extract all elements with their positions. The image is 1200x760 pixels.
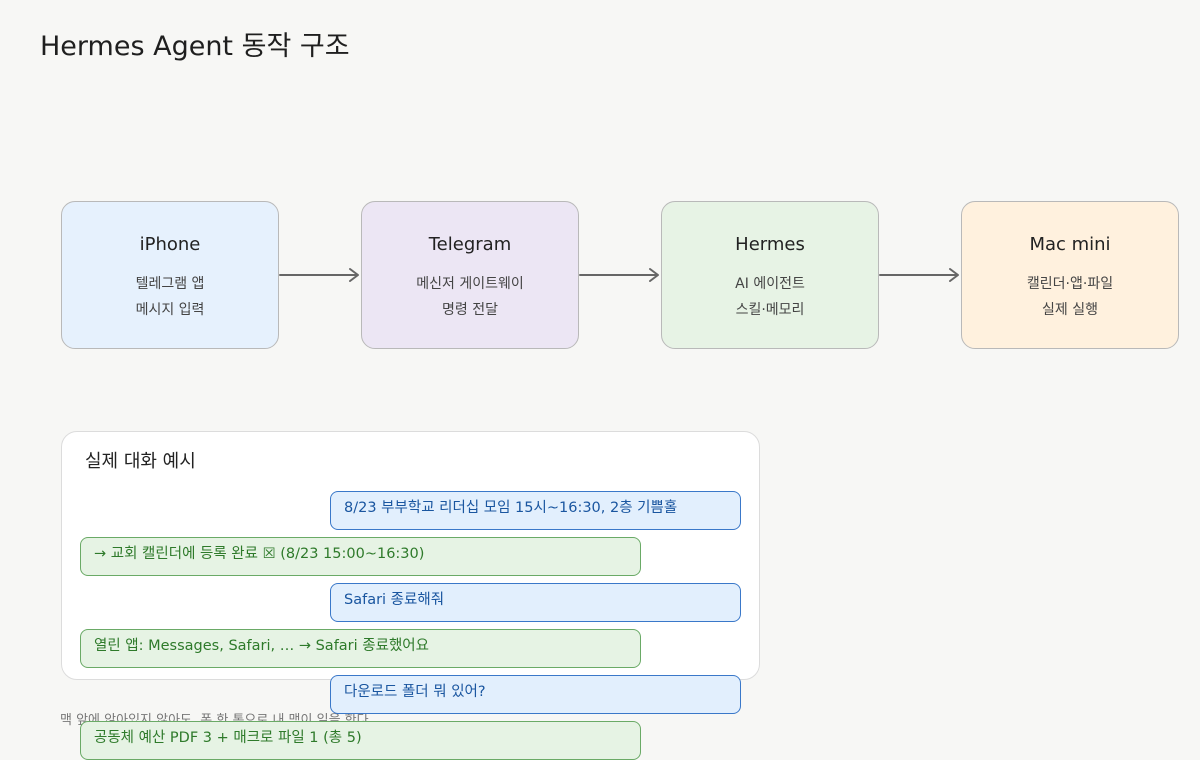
example-title: 실제 대화 예시: [85, 451, 196, 472]
node-telegram: Telegram 메신저 게이트웨이 명령 전달: [361, 201, 579, 349]
user-message-bubble: 8/23 부부학교 리더십 모임 15시~16:30, 2층 기쁨홀: [330, 491, 741, 530]
page-title: Hermes Agent 동작 구조: [40, 31, 350, 62]
arrow-head: [949, 268, 959, 282]
node-mac-mini: Mac mini 캘린더·앱·파일 실제 실행: [961, 201, 1179, 349]
agent-reply-bubble: → 교회 캘린더에 등록 완료 ☒ (8/23 15:00~16:30): [80, 537, 641, 576]
agent-reply-bubble: 공동체 예산 PDF 3 + 매크로 파일 1 (총 5): [80, 721, 641, 760]
node-name: Hermes: [735, 234, 805, 255]
node-line: 명령 전달: [442, 302, 498, 318]
user-message-bubble: Safari 종료해줘: [330, 583, 741, 622]
node-line: AI 에이전트: [735, 276, 805, 292]
node-line: 캘린더·앱·파일: [1026, 276, 1114, 292]
agent-reply-bubble: 열린 앱: Messages, Safari, … → Safari 종료했어요: [80, 629, 641, 668]
node-hermes: Hermes AI 에이전트 스킬·메모리: [661, 201, 879, 349]
node-line: 실제 실행: [1042, 302, 1098, 318]
node-line: 스킬·메모리: [735, 302, 805, 318]
user-message-bubble: 다운로드 폴더 뭐 있어?: [330, 675, 741, 714]
arrow-head: [349, 268, 359, 282]
node-name: Telegram: [428, 234, 512, 255]
node-line: 메신저 게이트웨이: [416, 276, 524, 292]
arrow-head: [649, 268, 659, 282]
node-name: iPhone: [139, 234, 201, 255]
node-name: Mac mini: [1029, 234, 1111, 255]
node-line: 메시지 입력: [135, 302, 205, 318]
node-iphone: iPhone 텔레그램 앱 메시지 입력: [61, 201, 279, 349]
node-line: 텔레그램 앱: [135, 276, 205, 292]
